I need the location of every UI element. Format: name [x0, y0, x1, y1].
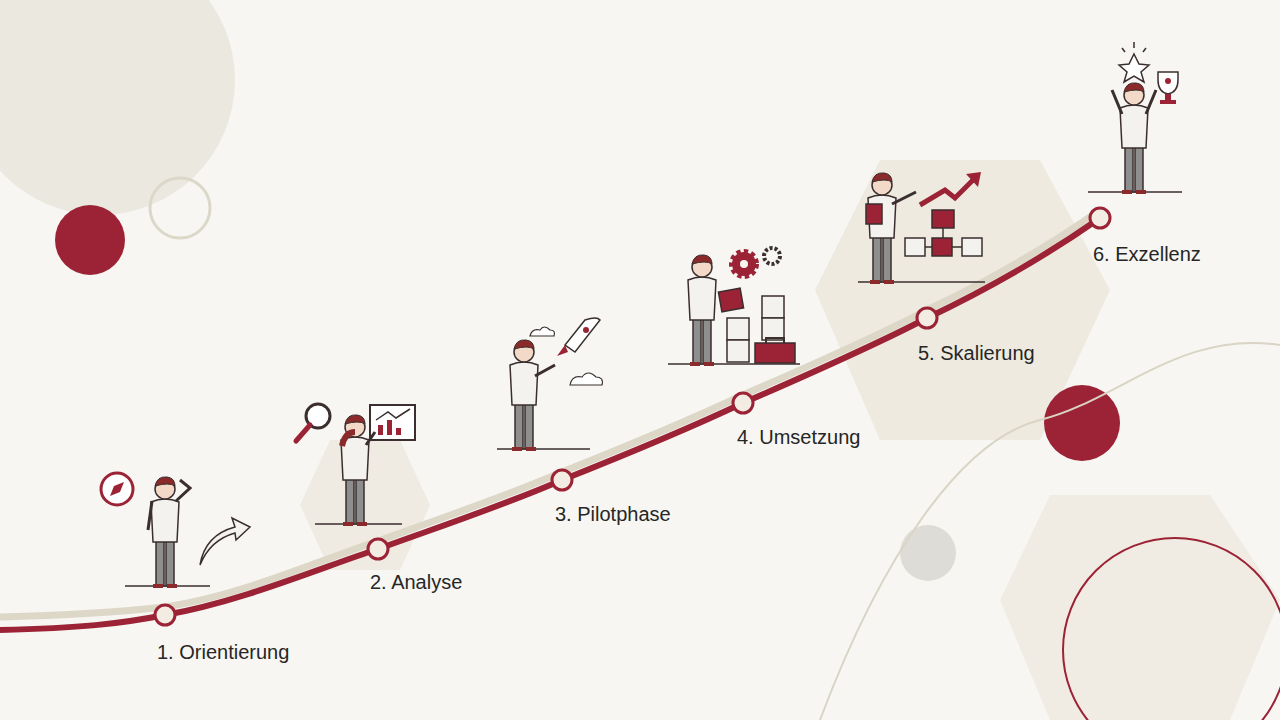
milestone-label: 2. Analyse: [370, 570, 462, 594]
analysis-figure: [296, 404, 415, 526]
excellence-figure: [1088, 42, 1182, 194]
scaling-figure: [858, 172, 985, 284]
pilot-figure: [497, 318, 602, 451]
orientation-figure: [101, 473, 250, 588]
milestone-label: 5. Skalierung: [918, 341, 1035, 365]
milestone-dots: [155, 208, 1110, 625]
milestone-label: 1. Orientierung: [157, 640, 289, 664]
roadmap-curve: [0, 210, 1100, 630]
milestone-label: 4. Umsetzung: [737, 425, 860, 449]
milestone-label: 3. Pilotphase: [555, 502, 671, 526]
milestone-label: 6. Exzellenz: [1093, 242, 1201, 266]
implementation-figure: [668, 248, 800, 366]
